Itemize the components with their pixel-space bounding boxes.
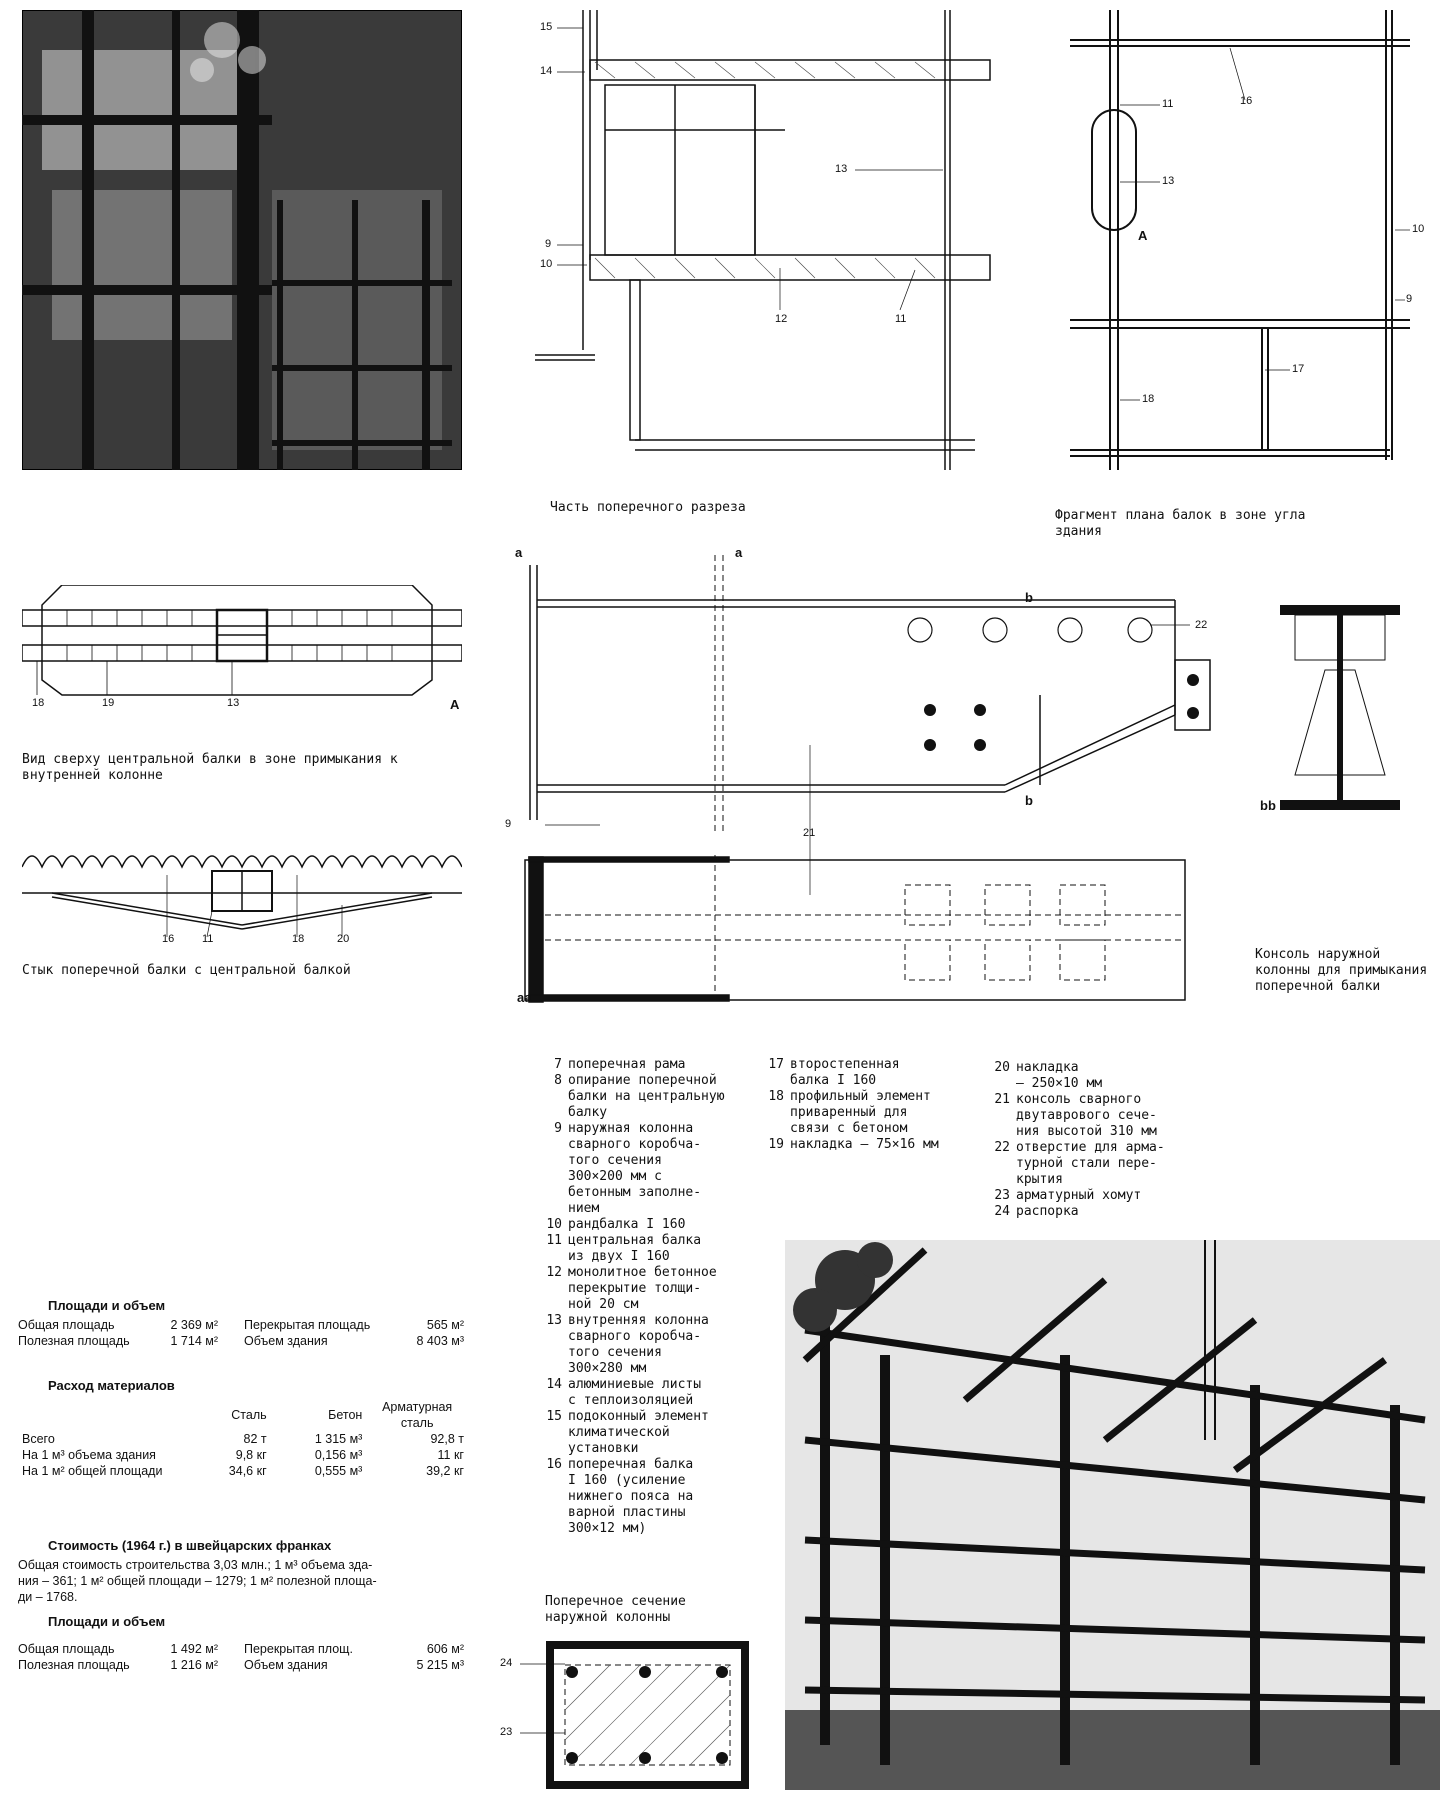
areas-block-2: Площади и объем Общая площадь 1 492 м² П… [18,1614,468,1673]
beam-joint-drawing: 16 11 18 20 [21,845,463,945]
column-header: Сталь [231,1408,267,1422]
column-section-drawing: 24 23 [500,1640,760,1790]
central-beam-top-drawing: 18 19 13 A [21,584,463,715]
label-bb: bb [1260,798,1276,813]
cross-section-drawing: 15 14 13 9 10 12 11 [535,10,1000,470]
label-12: 12 [775,313,788,325]
data-row: Общая площадь 1 492 м² Перекрытая площ. … [18,1642,464,1656]
central-beam-top-caption: Вид сверху центральной балки в зоне прим… [22,752,398,783]
label-18: 18 [292,933,305,945]
bb-section-drawing: bb [1260,600,1410,820]
label-23: 23 [500,1726,513,1738]
label-13: 13 [835,163,848,175]
label-aa: aa [517,990,532,1005]
section-heading: Площади и объем [48,1614,166,1629]
data-row: Общая площадь 2 369 м² Перекрытая площад… [18,1318,464,1332]
beam-joint-caption: Стык поперечной балки с центральной балк… [22,963,351,978]
label-18: 18 [32,697,45,709]
label-9: 9 [505,818,512,830]
label-20: 20 [337,933,350,945]
section-heading: Площади и объем [48,1298,166,1313]
label-11: 11 [202,933,214,945]
label-19: 19 [102,697,115,709]
label-11: 11 [1162,98,1174,110]
areas-block-1: Площади и объем Общая площадь 2 369 м² П… [18,1298,468,1349]
label-11: 11 [895,313,907,325]
label-A: A [1138,228,1148,243]
label-14: 14 [540,65,553,77]
console-drawing: a a b b 22 9 21 aa [505,545,1235,1005]
label-16: 16 [1240,95,1253,107]
label-18: 18 [1142,393,1155,405]
label-b-top: b [1025,590,1033,605]
beam-plan-caption: Фрагмент плана балок в зоне угла здания [1055,508,1306,539]
label-a-right: a [735,545,743,560]
section-heading: Расход материалов [48,1378,175,1393]
label-9: 9 [545,238,552,250]
steel-frame-photo [785,1240,1440,1790]
beam-plan-drawing: 11 16 13 A 10 9 17 18 [1050,10,1430,470]
label-21: 21 [803,827,816,839]
label-13: 13 [227,697,240,709]
cross-section-caption: Часть поперечного разреза [550,500,746,515]
label-13: 13 [1162,175,1175,187]
data-row: Полезная площадь 1 714 м² Объем здания 8… [18,1334,464,1348]
label-15: 15 [540,21,553,33]
label-A: A [450,697,460,712]
facade-photo [22,10,462,470]
column-section-caption: Поперечное сечение наружной колонны [545,1594,686,1625]
cost-text: Общая стоимость строительства 3,03 млн.;… [18,1558,377,1604]
cost-block: Стоимость (1964 г.) в швейцарских франка… [18,1538,468,1605]
section-heading: Стоимость (1964 г.) в швейцарских франка… [48,1538,332,1553]
materials-block: Расход материалов Сталь Бетон Арматурная… [18,1378,468,1479]
label-b-bottom: b [1025,793,1033,808]
label-10: 10 [540,258,553,270]
console-caption: Консоль наружной колонны для примыкания … [1255,947,1428,994]
column-header: Бетон [328,1408,363,1422]
column-header: Арматурная сталь [382,1400,453,1430]
label-24: 24 [500,1657,513,1669]
label-16: 16 [162,933,175,945]
data-row: Полезная площадь 1 216 м² Объем здания 5… [18,1658,464,1672]
label-22: 22 [1195,619,1208,631]
label-a-left: a [515,545,523,560]
label-9: 9 [1406,293,1413,305]
label-17: 17 [1292,363,1305,375]
label-10: 10 [1412,223,1425,235]
